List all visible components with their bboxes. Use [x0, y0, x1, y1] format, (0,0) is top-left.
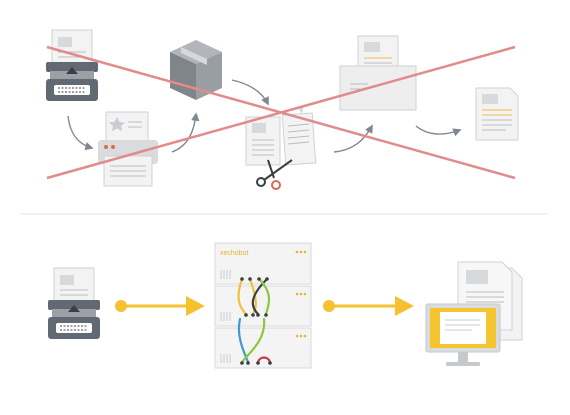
- old-process-arrows: [67, 79, 462, 153]
- cable-yellow-1: [237, 277, 248, 316]
- printer-icon: [98, 111, 158, 187]
- document-icon: [475, 87, 519, 141]
- old-process: [46, 29, 519, 190]
- cable-green-bottom: [240, 317, 266, 364]
- arrow-envelope-to-final: [415, 125, 462, 137]
- xechobot-rack: xechobot: [214, 242, 312, 369]
- cable-yellow-2: [248, 277, 257, 316]
- arrow-rack-to-monitor: [323, 296, 414, 316]
- envelope-document-icon: [339, 35, 417, 111]
- cut-paste-document-icon: [245, 106, 317, 166]
- rack-leds: [295, 250, 307, 338]
- scissors-icon: [256, 159, 293, 190]
- arrow-printer-to-box: [171, 112, 200, 153]
- cable-green-top: [257, 277, 271, 316]
- rack-brand-label: xechobot: [220, 250, 248, 257]
- arrow-document-to-envelope: [333, 124, 373, 153]
- typewriter-icon: [46, 29, 98, 101]
- arrow-typewriter-to-printer: [67, 115, 94, 151]
- cable-plugs: [240, 277, 272, 365]
- cross-out-icon: [46, 45, 516, 180]
- typewriter-icon-bottom: [48, 267, 100, 339]
- cable-red: [256, 356, 272, 364]
- arrow-typewriter-to-rack: [115, 296, 205, 316]
- cable-blue: [237, 317, 250, 364]
- new-process: xechobot: [48, 242, 523, 369]
- rack-vents: [220, 270, 231, 363]
- shipping-box-icon: [170, 40, 222, 100]
- patch-cables: [237, 277, 272, 364]
- monitor-documents-icon: [425, 261, 523, 366]
- arrow-box-to-document: [231, 79, 269, 106]
